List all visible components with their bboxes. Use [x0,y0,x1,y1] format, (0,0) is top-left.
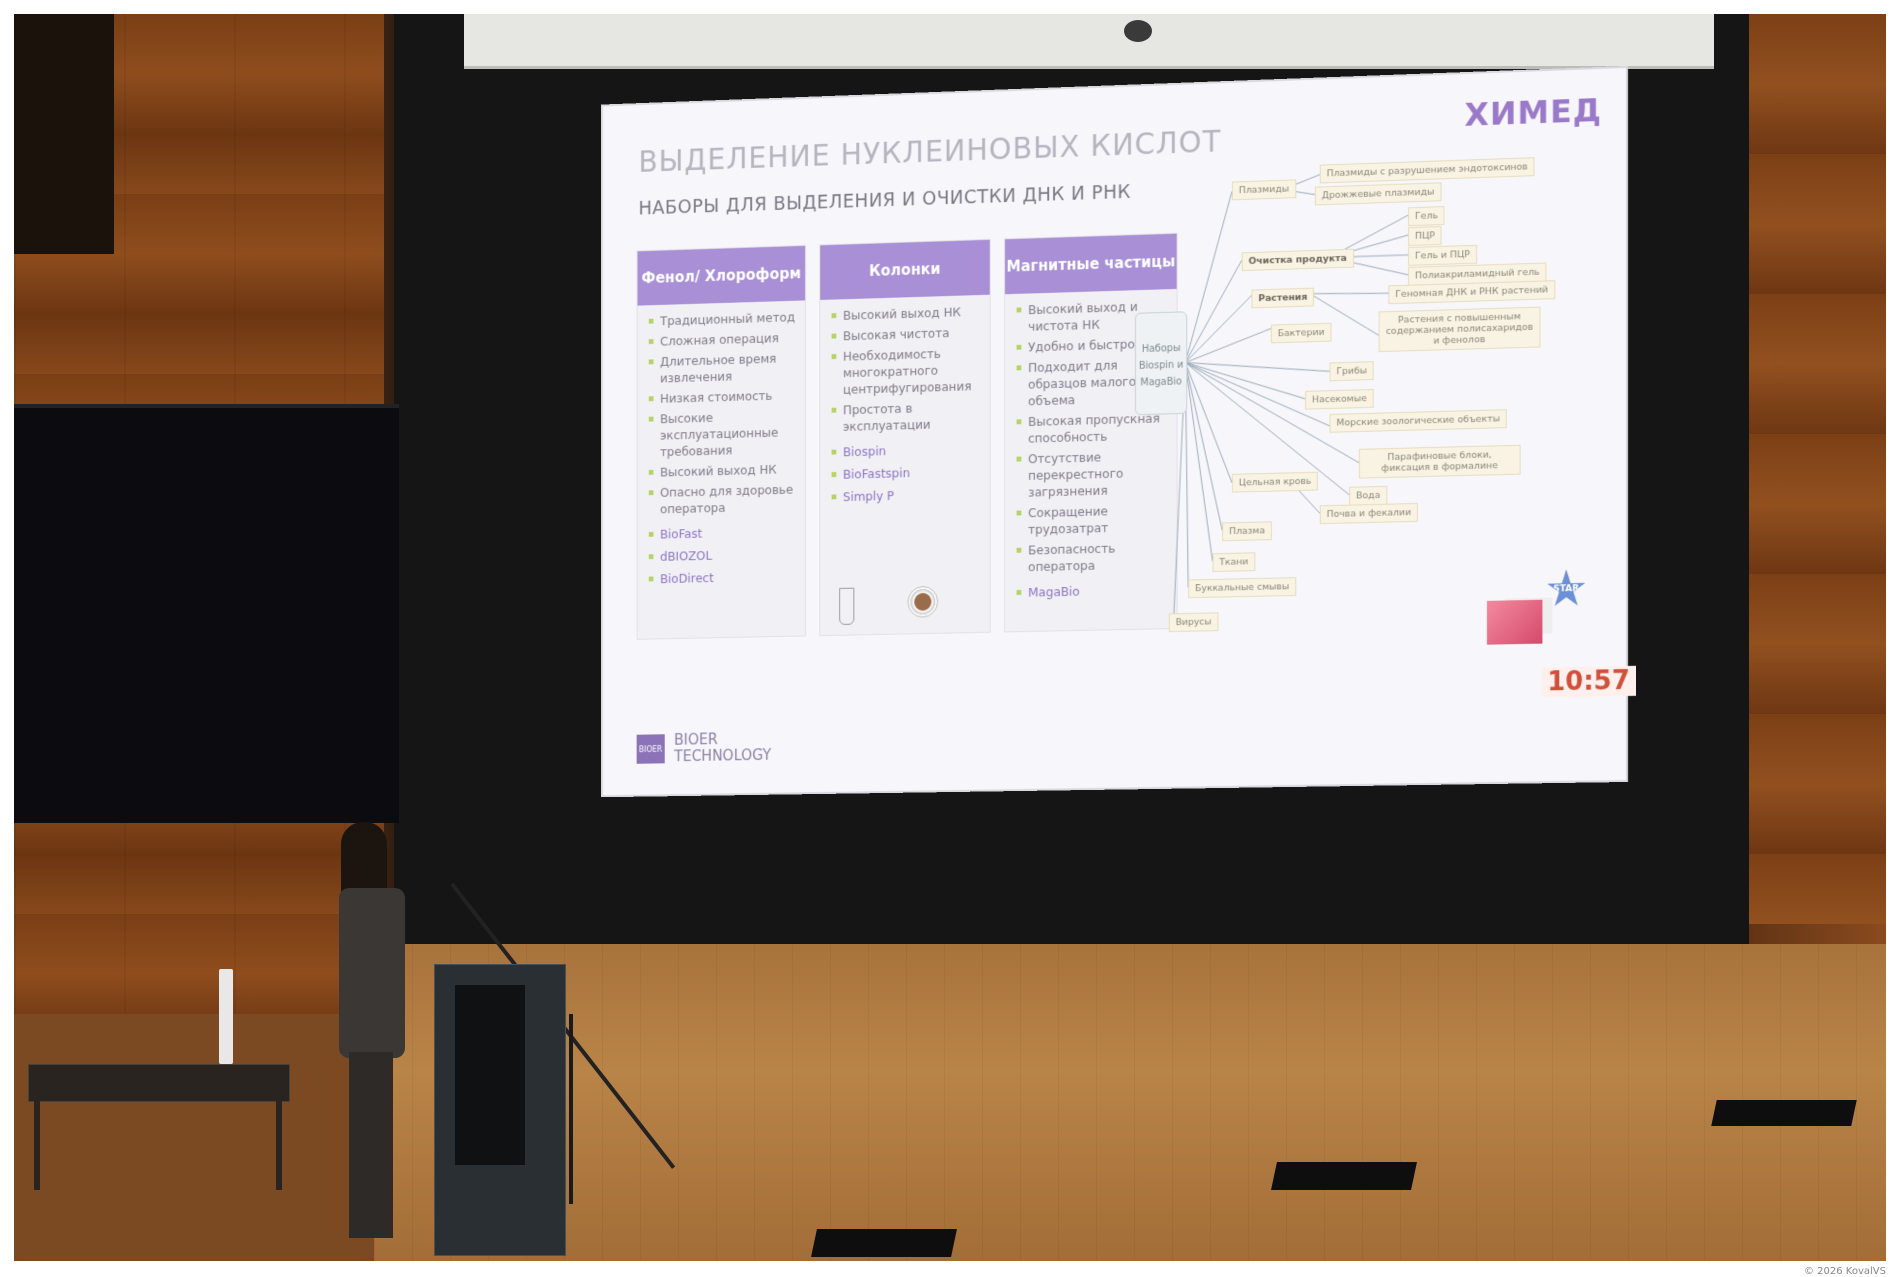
column-points: Традиционный метод Сложная операция Длит… [638,308,805,518]
mindmap-node: Парафиновые блоки, фиксация в формалине [1358,444,1521,479]
bioer-wordmark: BIOER TECHNOLOGY [674,730,772,766]
brand-item: BioDirect [649,566,800,588]
podium-panel [455,985,525,1165]
projector-screen-housing [464,14,1714,69]
method-column-columns: Колонки Высокий выход НК Высокая чистота… [819,238,991,637]
method-column-magnetic: Магнитные частицы Высокий выход и чистот… [1004,232,1178,633]
mindmap-node: Грибы [1329,361,1375,382]
floor-vent [1711,1100,1857,1126]
brand-item: Biospin [832,439,984,462]
bioer-logo: BIOER BIOER TECHNOLOGY [636,730,772,766]
product-kit-image [1486,599,1543,645]
conference-photo: ВЫДЕЛЕНИЕ НУКЛЕИНОВЫХ КИСЛОТ НАБОРЫ ДЛЯ … [14,14,1886,1261]
list-item: Длительное время извлечения [649,349,800,386]
brand-item: dBIOZOL [649,544,800,566]
himed-logo: ХИМЕД [1464,90,1603,134]
list-item: Высокая чистота [832,323,984,344]
list-item: Высокая пропускная способность [1017,409,1171,447]
mindmap-node: Геномная ДНК и РНК растений [1388,280,1556,305]
spin-column-icon [907,585,939,618]
presenter-trousers [349,1052,393,1238]
wood-wall-right [1726,14,1886,924]
countdown-timer: 10:57 [1541,665,1636,698]
mindmap-node: Гель [1408,206,1445,227]
list-item: Высокий выход НК [649,460,800,480]
mindmap-node: Цельная кровь [1231,471,1319,493]
brand-list: BioFast dBIOZOL BioDirect [638,522,805,589]
mindmap-node: Плазма [1222,521,1272,542]
mindmap-node: Гель и ПЦР [1408,244,1477,266]
list-item: Опасно для здоровье оператора [649,481,800,518]
floor-vent [1271,1162,1417,1190]
slide-subtitle: НАБОРЫ ДЛЯ ВЫДЕЛЕНИЯ И ОЧИСТКИ ДНК И РНК [638,181,1131,220]
column-points: Высокий выход НК Высокая чистота Необход… [820,303,990,436]
mindmap-node: Буккальные смывы [1188,577,1296,599]
column-header: Магнитные частицы [1005,233,1177,295]
mindmap-node: Бактерии [1270,322,1332,344]
star-badge: STAR [1546,569,1586,610]
podium [434,964,566,1256]
mindmap-node: Насекомые [1305,388,1374,410]
list-item: Простота в эксплуатации [832,398,984,435]
list-item: Необходимость многократного центрифугиро… [832,344,984,398]
mindmap-hub: Наборы Biospin и MagaBio [1135,311,1188,416]
list-item: Сложная операция [649,329,800,350]
mindmap-node: Вирусы [1168,612,1219,633]
mindmap-node: Плазмиды с разрушением эндотоксинов [1319,157,1535,184]
column-header: Фенол/ Хлороформ [637,245,806,306]
brand-item: Simply P [832,484,984,506]
column-header: Колонки [820,239,990,300]
presenter-jacket [339,888,405,1058]
brand-item: MagaBio [1017,580,1171,602]
list-item: Низкая стоимость [649,386,800,407]
brand-item: BioFastspin [832,461,984,483]
mindmap-node: Очистка продукта [1241,248,1354,272]
photo-credit: © 2026 KovalVS [1804,1266,1886,1277]
list-item: Высокий выход НК [832,303,984,324]
slide-title: ВЫДЕЛЕНИЕ НУКЛЕИНОВЫХ КИСЛОТ [638,124,1222,180]
camera-icon [1124,20,1152,42]
wall-panel [14,14,114,254]
list-item: Сокращение трудозатрат [1017,501,1171,538]
mindmap-node: Морские зоологические объекты [1329,409,1507,433]
mindmap-node: Плазмиды [1231,179,1296,201]
table-leg [276,1100,282,1190]
tripod [569,1014,573,1204]
method-column-phenol: Фенол/ Хлороформ Традиционный метод Слож… [636,244,807,640]
projected-slide: ВЫДЕЛЕНИЕ НУКЛЕИНОВЫХ КИСЛОТ НАБОРЫ ДЛЯ … [602,68,1636,796]
mindmap-node: Растения [1251,287,1315,309]
side-table [28,1064,290,1102]
mindmap-node: Почва и фекалии [1319,502,1419,525]
paper-cups [219,969,233,1064]
brand-list: MagaBio [1005,580,1177,602]
mindmap-node: Дрожжевые плазмиды [1314,182,1442,206]
mindmap-node: Вода [1349,485,1388,506]
list-item: Традиционный метод [649,308,800,329]
company-name-line: TECHNOLOGY [674,746,772,766]
mindmap-node: Растения с повышенным содержанием полиса… [1378,306,1541,353]
bioer-logo-mark: BIOER [636,734,665,764]
mindmap-node: ПЦР [1408,226,1442,247]
list-item: Высокие эксплуатационные требования [649,407,800,461]
list-item: Отсутствие перекрестного загрязнения [1017,447,1171,501]
list-item: Безопасность оператора [1017,538,1171,575]
mindmap-node: Ткани [1212,552,1256,573]
table-leg [34,1100,40,1190]
brand-list: Biospin BioFastspin Simply P [820,439,990,507]
tube-icon [839,587,855,626]
stage-floor [374,944,1886,1261]
floor-vent [811,1229,957,1257]
wall-display [14,404,399,823]
brand-item: BioFast [649,522,800,544]
presenter-person [329,822,419,1242]
floor-left [14,1014,394,1261]
